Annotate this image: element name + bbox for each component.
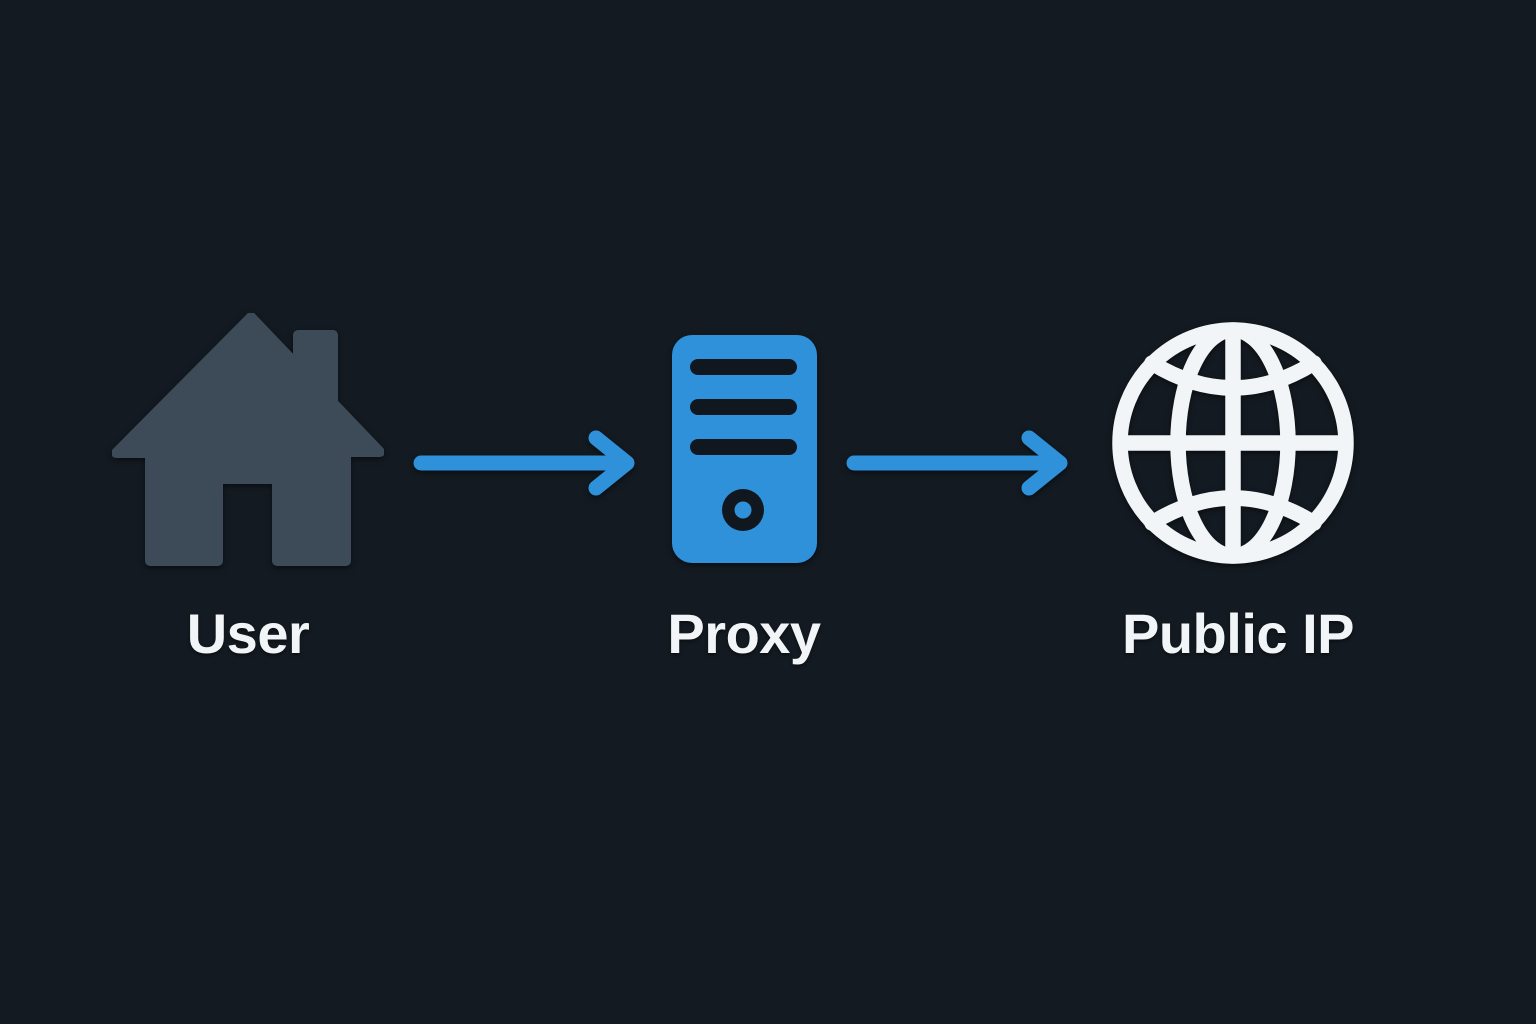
node-label-user: User [186, 602, 310, 665]
node-label-public-ip: Public IP [1122, 602, 1355, 665]
node-label-proxy: Proxy [667, 602, 821, 665]
arrow-right-icon [413, 430, 635, 496]
server-icon [672, 335, 817, 563]
home-icon [112, 313, 384, 566]
arrow-right-icon [846, 430, 1068, 496]
globe-icon [1112, 322, 1354, 564]
